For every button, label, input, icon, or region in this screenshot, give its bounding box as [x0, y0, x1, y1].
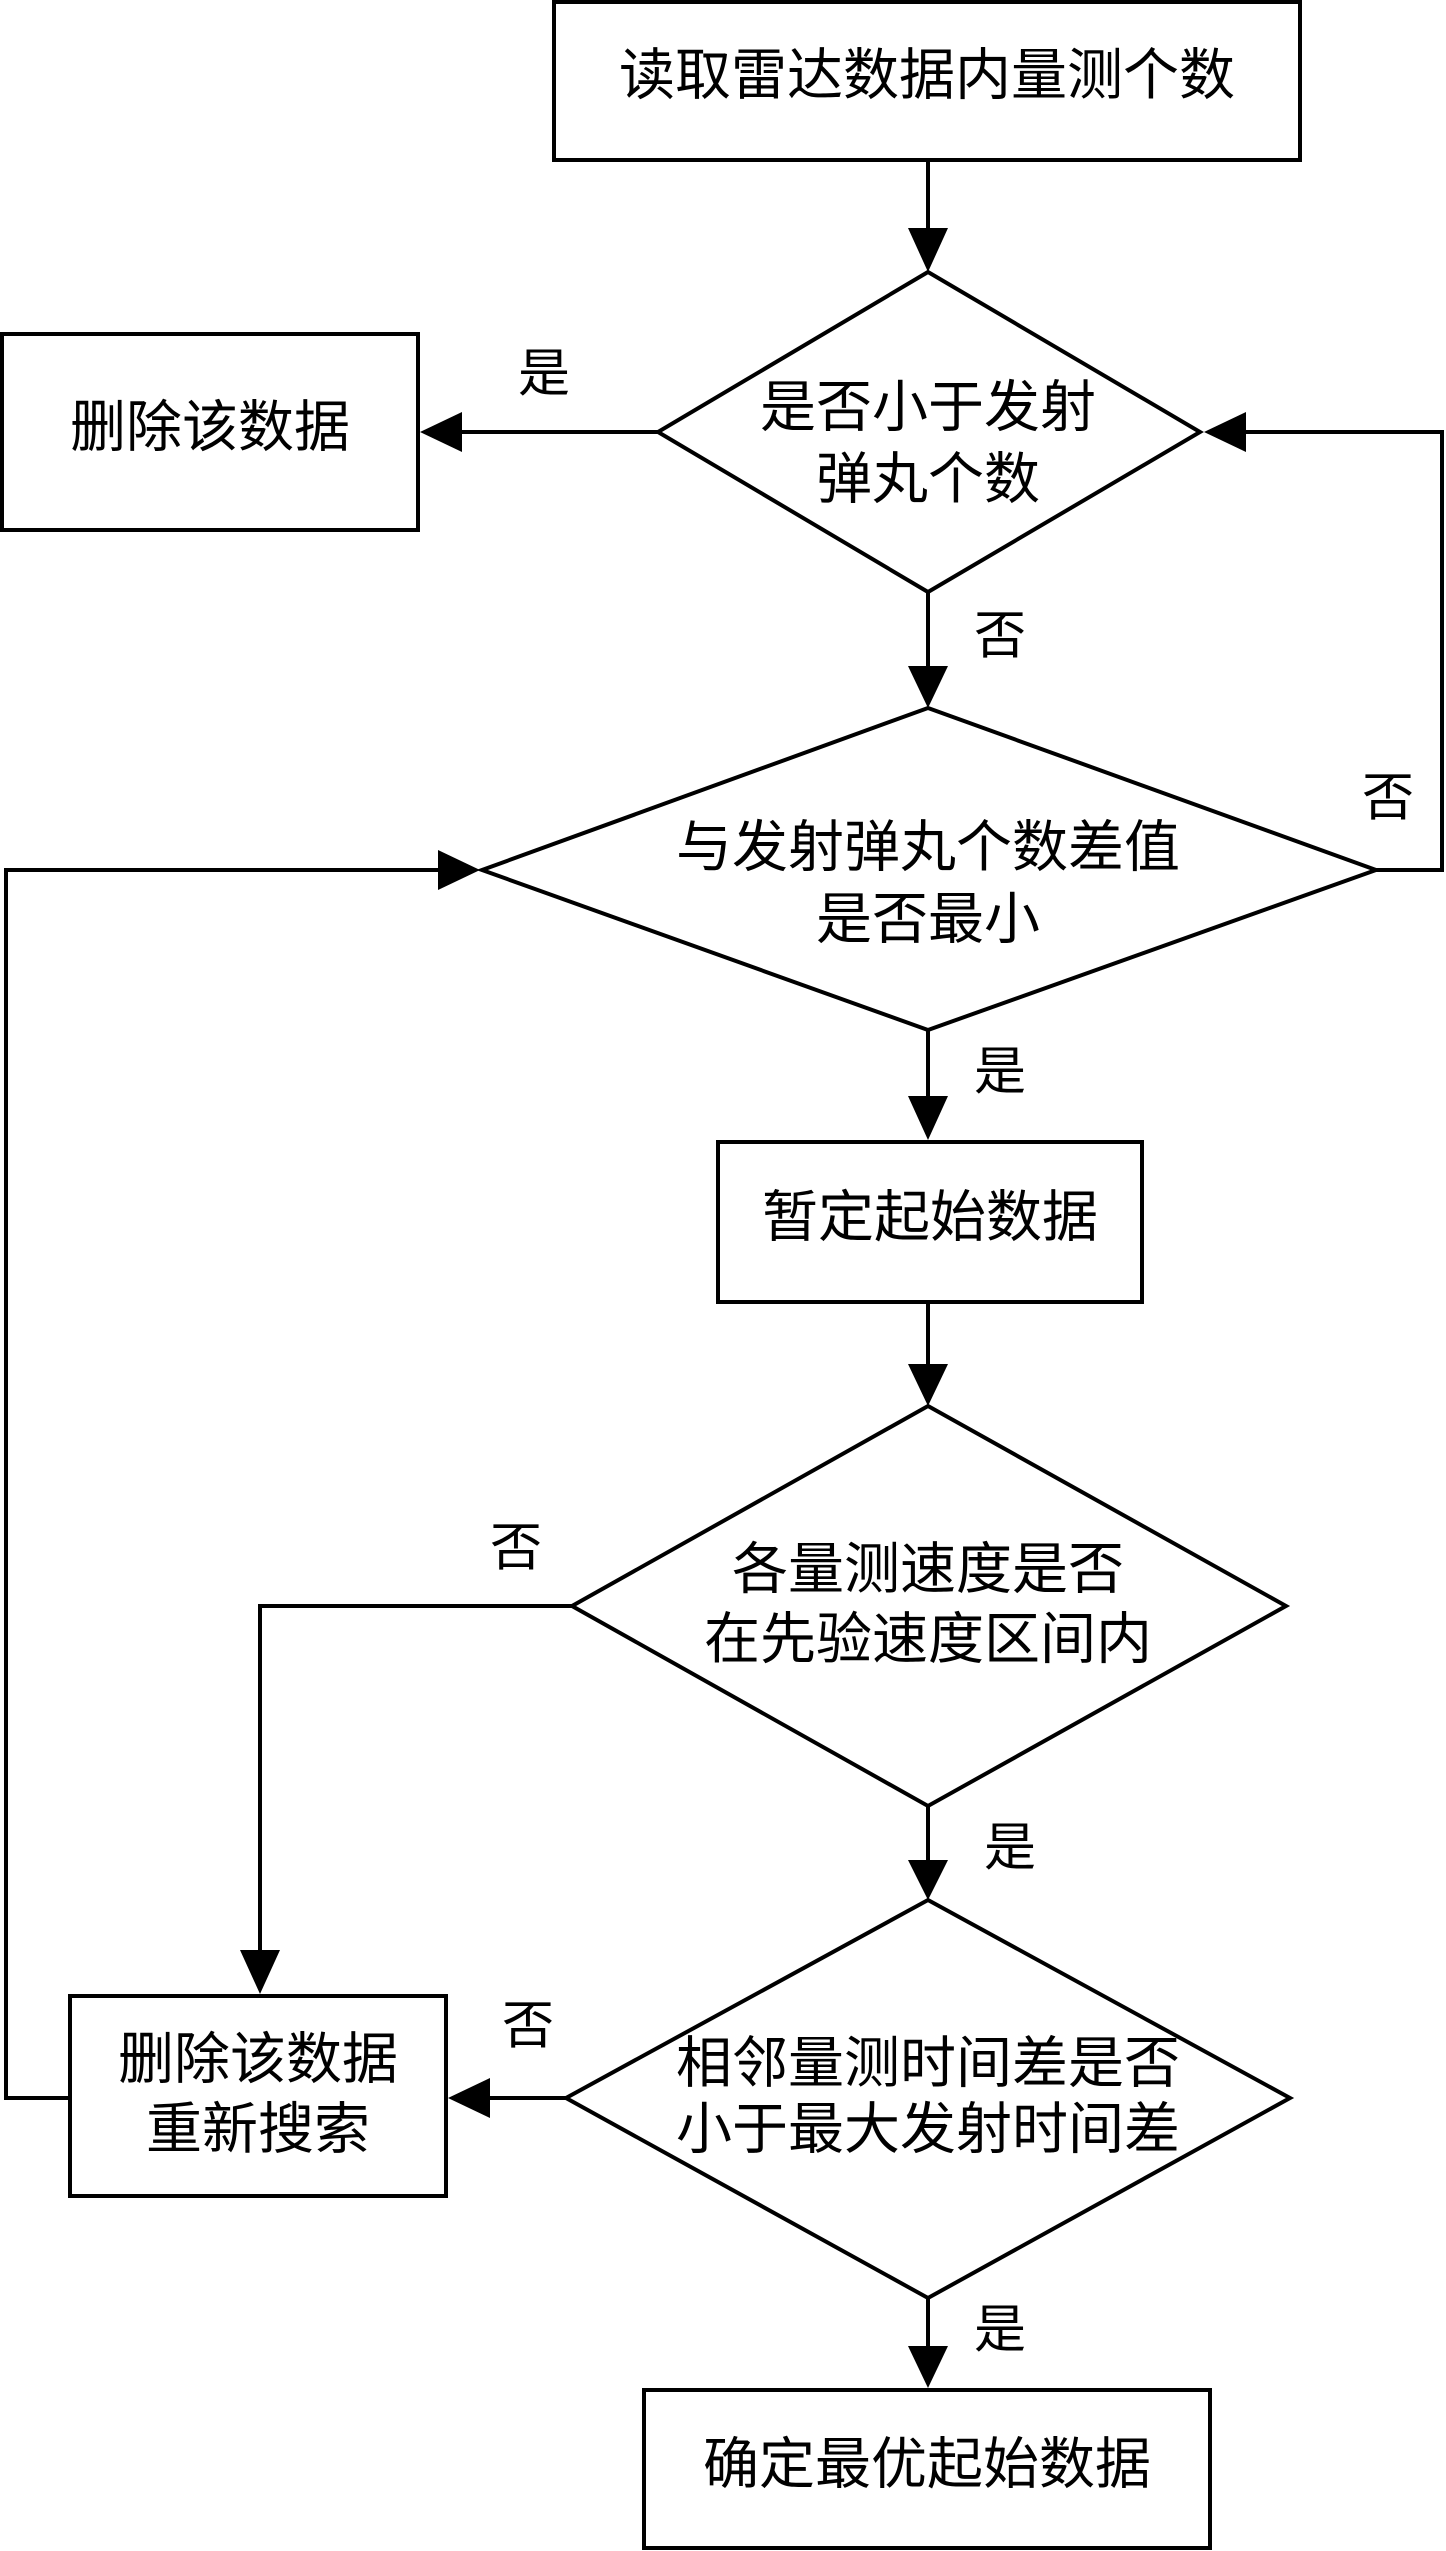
node-temp-start: 暂定起始数据 — [716, 1140, 1144, 1304]
node-delete-research-line1: 删除该数据 — [118, 2028, 398, 2093]
node-check-less-line2: 弹丸个数 — [816, 448, 1040, 513]
node-check-less: 是否小于发射 弹丸个数 — [654, 269, 1204, 595]
arrowhead — [908, 2346, 948, 2388]
arrowhead — [420, 412, 462, 452]
edge-label-time-no: 否 — [502, 1997, 554, 2057]
edge-label-time-yes: 是 — [974, 2301, 1026, 2361]
arrowhead — [908, 228, 948, 272]
node-read-count-label: 读取雷达数据内量测个数 — [619, 44, 1235, 109]
edge-label-speed-no: 否 — [490, 1519, 542, 1579]
edge-mindiff-no — [1246, 430, 1444, 872]
arrowhead — [1204, 412, 1246, 452]
node-delete-1: 删除该数据 — [0, 332, 420, 532]
edge-label-less-yes: 是 — [518, 345, 570, 405]
edge-speed-no — [258, 1604, 572, 1950]
node-check-min-diff-line1: 与发射弹丸个数差值 — [676, 816, 1180, 881]
node-final: 确定最优起始数据 — [642, 2388, 1212, 2550]
node-delete-research: 删除该数据 重新搜索 — [68, 1994, 448, 2198]
node-check-less-line1: 是否小于发射 — [760, 376, 1096, 441]
edge-research-loop — [4, 868, 438, 2100]
arrowhead — [438, 850, 480, 890]
node-check-min-diff: 与发射弹丸个数差值 是否最小 — [476, 705, 1382, 1033]
node-check-speed: 各量测速度是否 在先验速度区间内 — [567, 1403, 1291, 1809]
edge-label-less-no: 否 — [974, 607, 1026, 667]
node-delete-1-label: 删除该数据 — [70, 396, 350, 461]
node-check-speed-line1: 各量测速度是否 — [732, 1538, 1124, 1603]
edge-label-mindiff-yes: 是 — [974, 1043, 1026, 1103]
edge-label-speed-yes: 是 — [984, 1819, 1036, 1879]
node-check-time: 相邻量测时间差是否 小于最大发射时间差 — [561, 1897, 1295, 2301]
arrowhead — [240, 1950, 280, 1994]
node-read-count: 读取雷达数据内量测个数 — [552, 0, 1302, 162]
node-check-time-line2: 小于最大发射时间差 — [676, 2098, 1180, 2163]
node-check-speed-line2: 在先验速度区间内 — [704, 1608, 1152, 1673]
node-delete-research-line2: 重新搜索 — [146, 2098, 370, 2163]
node-check-time-line1: 相邻量测时间差是否 — [676, 2032, 1180, 2097]
edge-label-mindiff-no: 否 — [1362, 769, 1414, 829]
arrowhead — [908, 1096, 948, 1140]
arrowhead — [448, 2078, 490, 2118]
arrowhead — [908, 1364, 948, 1406]
arrowhead — [908, 1860, 948, 1900]
node-check-min-diff-line2: 是否最小 — [816, 888, 1040, 953]
arrowhead — [908, 666, 948, 708]
node-final-label: 确定最优起始数据 — [703, 2433, 1151, 2498]
node-temp-start-label: 暂定起始数据 — [762, 1186, 1098, 1251]
